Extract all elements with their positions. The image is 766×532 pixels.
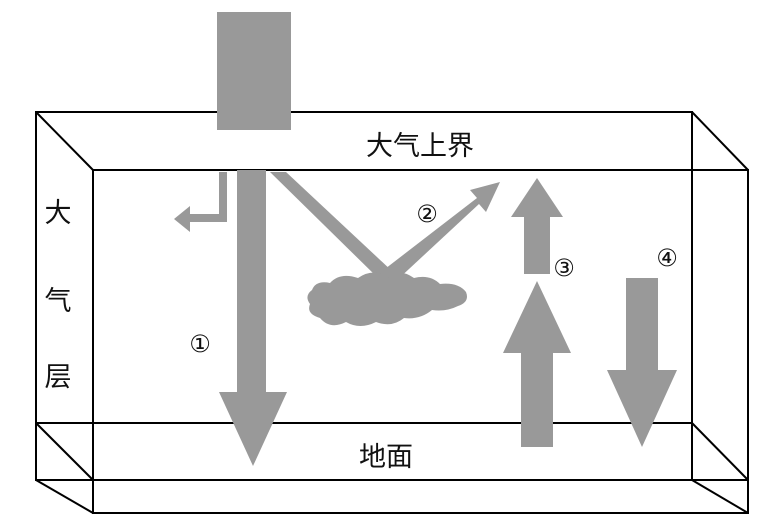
solar-radiation-block (217, 12, 291, 130)
marker-2: ② (416, 200, 438, 228)
atmosphere-top-label: 大气上界 (366, 131, 474, 162)
arrow-3-ground-radiation (503, 178, 571, 447)
arrow-3-lower (503, 281, 571, 447)
atmosphere-reflection-arrow (174, 172, 227, 232)
ground-edge-right (691, 422, 749, 481)
atmosphere-vertical-char-3: 层 (45, 362, 72, 393)
arrow-3-upper (511, 178, 563, 274)
reflection-arrow-shaft (190, 214, 227, 222)
arrow-2-cloud-reflection (381, 182, 500, 282)
arrow-4-counter-radiation (607, 278, 677, 447)
box-front-face (92, 169, 749, 514)
box-edge-bottom-left (35, 479, 94, 514)
reflection-arrow-stem (219, 172, 227, 220)
arrow-1-solar-to-ground (219, 170, 287, 466)
ground-label: 地面 (359, 442, 413, 473)
ground-layer (35, 422, 749, 481)
box-edge-bottom-right (691, 479, 749, 514)
atmosphere-vertical-char-1: 大 (45, 198, 72, 229)
marker-3: ③ (553, 254, 575, 282)
atmosphere-vertical-char-2: 气 (45, 286, 72, 317)
marker-4: ④ (656, 244, 678, 272)
box-edge-top-left (35, 111, 94, 171)
ground-edge-left (35, 422, 94, 481)
beam-to-cloud (270, 172, 393, 278)
box-edge-top-right (691, 111, 749, 171)
cloud (307, 272, 467, 326)
marker-1: ① (189, 330, 211, 358)
reflection-arrow-head (174, 206, 190, 232)
